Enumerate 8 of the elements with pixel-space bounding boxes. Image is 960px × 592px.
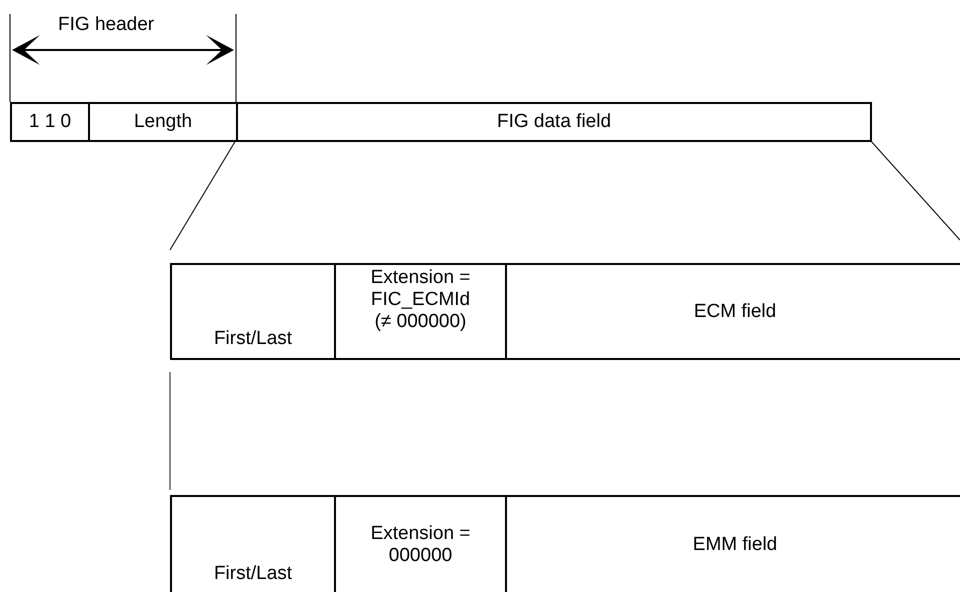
field-cell: FIG data field: [236, 102, 872, 142]
field-cell: First/Last: [170, 263, 336, 360]
field-cell: Extension = FIC_ECMId (≠ 000000): [334, 263, 507, 360]
field-cell: Length: [88, 102, 238, 142]
field-cell: First/Last: [170, 495, 336, 592]
field-cell: ECM field: [505, 263, 960, 360]
field-cell: 1 1 0: [10, 102, 90, 142]
dimension-label: FIG header: [58, 14, 154, 36]
